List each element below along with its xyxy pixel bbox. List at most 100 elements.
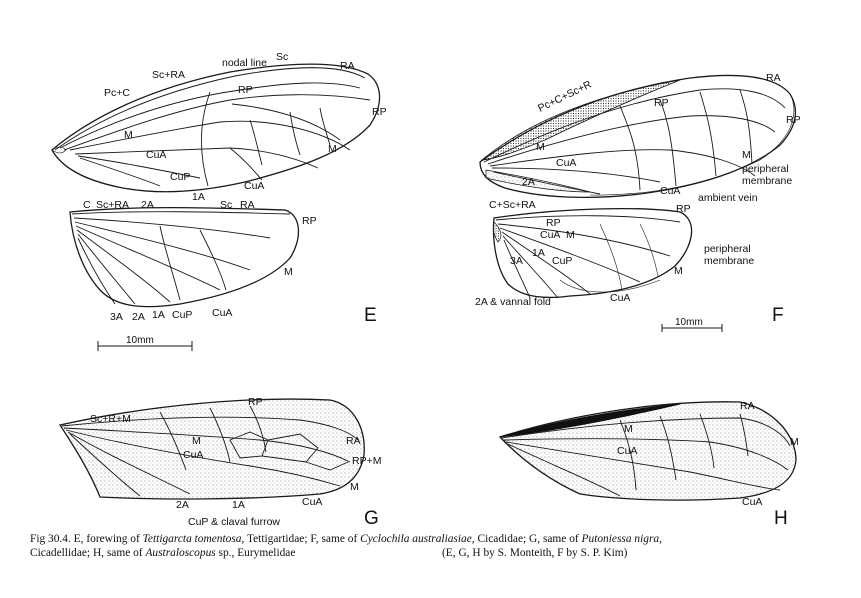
label: M (124, 129, 133, 141)
scale-bar-e: 10mm (97, 335, 193, 351)
label: CuP (552, 255, 572, 267)
label: CuA (540, 229, 560, 241)
label: RP (654, 97, 669, 109)
label: CuA (183, 449, 203, 461)
panel-letter-h: H (774, 508, 788, 529)
label: RA (240, 199, 255, 211)
label: Sc+RA (96, 199, 129, 211)
label: M (350, 481, 359, 493)
label: peripheral (704, 243, 751, 255)
label: M (790, 436, 799, 448)
label: 2A (176, 499, 189, 511)
label: C+Sc+RA (489, 199, 536, 211)
label: ambient vein (698, 192, 758, 204)
label: RA (766, 72, 781, 84)
label: 1A (152, 309, 165, 321)
panel-f-forewing (479, 74, 797, 198)
label: 2A (522, 176, 535, 188)
caption-text: Fig 30.4. E, forewing of (30, 533, 143, 545)
panel-f-forewing-labels: Pc+C+Sc+R RA RP RP M M CuA 2A CuA periph… (522, 72, 801, 204)
label: Sc+RA (152, 69, 185, 81)
label: Sc (220, 199, 232, 211)
taxon-name: Cyclochila australiasiae, (360, 533, 475, 545)
label: M (674, 265, 683, 277)
label: CuP (172, 309, 192, 321)
label: CuA (244, 180, 264, 192)
label: M (742, 149, 751, 161)
label: CuA (660, 185, 680, 197)
scale-bar-f: 10mm (661, 317, 723, 332)
label: CuA (742, 496, 762, 508)
label: membrane (742, 175, 792, 187)
label: CuA (212, 307, 232, 319)
label: CuA (617, 445, 637, 457)
scale-label: 10mm (675, 317, 703, 328)
label: membrane (704, 255, 754, 267)
label: M (328, 143, 337, 155)
panel-g: RP Sc+R+M M CuA RA RP+M M CuA 2A 1A CuP … (58, 396, 381, 529)
label: CuP (170, 171, 190, 183)
label: M (192, 435, 201, 447)
label: RP (372, 106, 387, 118)
label: 1A (532, 247, 545, 259)
label: RP (786, 114, 801, 126)
caption-text: sp., Eurymelidae (215, 547, 296, 559)
label: 3A (510, 255, 523, 267)
label: RA (346, 435, 361, 447)
label: M (566, 229, 575, 241)
caption-text: Tettigartidae; F, same of (244, 533, 361, 545)
panel-e-hindwing-labels: C Sc+RA 2A Sc RA RP M 3A 2A 1A CuP CuA (83, 199, 317, 323)
panel-g-labels: RP Sc+R+M M CuA RA RP+M M CuA 2A 1A CuP … (90, 396, 381, 528)
wing-venation-figure: Sc nodal line RA Sc+RA Pc+C RP RP M M Cu… (51, 51, 801, 529)
label: 1A (192, 191, 205, 203)
caption-credit: (E, G, H by S. Monteith, F by S. P. Kim) (442, 547, 628, 559)
label: nodal line (222, 57, 267, 69)
label: CuA (146, 149, 166, 161)
panel-e-hindwing (69, 206, 300, 308)
label: Pc+C (104, 87, 130, 99)
label: M (284, 266, 293, 278)
label: RP (238, 84, 253, 96)
caption-line-1: Fig 30.4. E, forewing of Tettigarcta tom… (30, 532, 830, 546)
label: 2A (141, 199, 154, 211)
panel-e: Sc nodal line RA Sc+RA Pc+C RP RP M M Cu… (51, 51, 387, 351)
label: RA (740, 400, 755, 412)
panel-f: Pc+C+Sc+R RA RP RP M M CuA 2A CuA periph… (475, 72, 801, 332)
label: Sc+R+M (90, 413, 131, 425)
label: CuA (610, 292, 630, 304)
caption-line-2: Cicadellidae; H, same of Australoscopus … (30, 546, 830, 560)
panel-letter-g: G (364, 508, 379, 529)
label: C (83, 199, 91, 211)
taxon-name: Tettigarcta tomentosa, (142, 533, 245, 545)
label: 2A (132, 311, 145, 323)
taxon-name: Putoniessa nigra, (581, 533, 662, 545)
label: RP (676, 203, 691, 215)
label: 2A & vannal fold (475, 296, 551, 308)
caption-text: Cicadellidae; H, same of (30, 547, 146, 559)
label: RP (546, 217, 561, 229)
panel-h: RA M M CuA CuA H (498, 400, 799, 529)
panel-e-forewing (51, 63, 381, 193)
scale-label: 10mm (126, 335, 154, 346)
panel-h-labels: RA M M CuA CuA (617, 400, 799, 508)
label: CuA (302, 496, 322, 508)
label: 1A (232, 499, 245, 511)
label: Sc (276, 51, 288, 63)
panel-f-hindwing-labels: C+Sc+RA RP RP CuA M 1A CuP 3A peripheral… (475, 199, 754, 308)
panel-letter-f: F (772, 305, 784, 326)
label: CuP & claval furrow (188, 516, 280, 528)
figure-caption: Fig 30.4. E, forewing of Tettigarcta tom… (30, 532, 830, 560)
panel-f-hindwing (492, 207, 693, 299)
label: M (624, 423, 633, 435)
label: RP (302, 215, 317, 227)
panel-e-forewing-labels: Sc nodal line RA Sc+RA Pc+C RP RP M M Cu… (104, 51, 387, 203)
label: M (536, 141, 545, 153)
label: 3A (110, 311, 123, 323)
taxon-name: Australoscopus (145, 547, 216, 559)
label: RP+M (352, 455, 381, 467)
caption-text: Cicadidae; G, same of (474, 533, 582, 545)
label: CuA (556, 157, 576, 169)
panel-letter-e: E (364, 305, 377, 326)
label: RP (248, 396, 263, 408)
label: RA (340, 60, 355, 72)
